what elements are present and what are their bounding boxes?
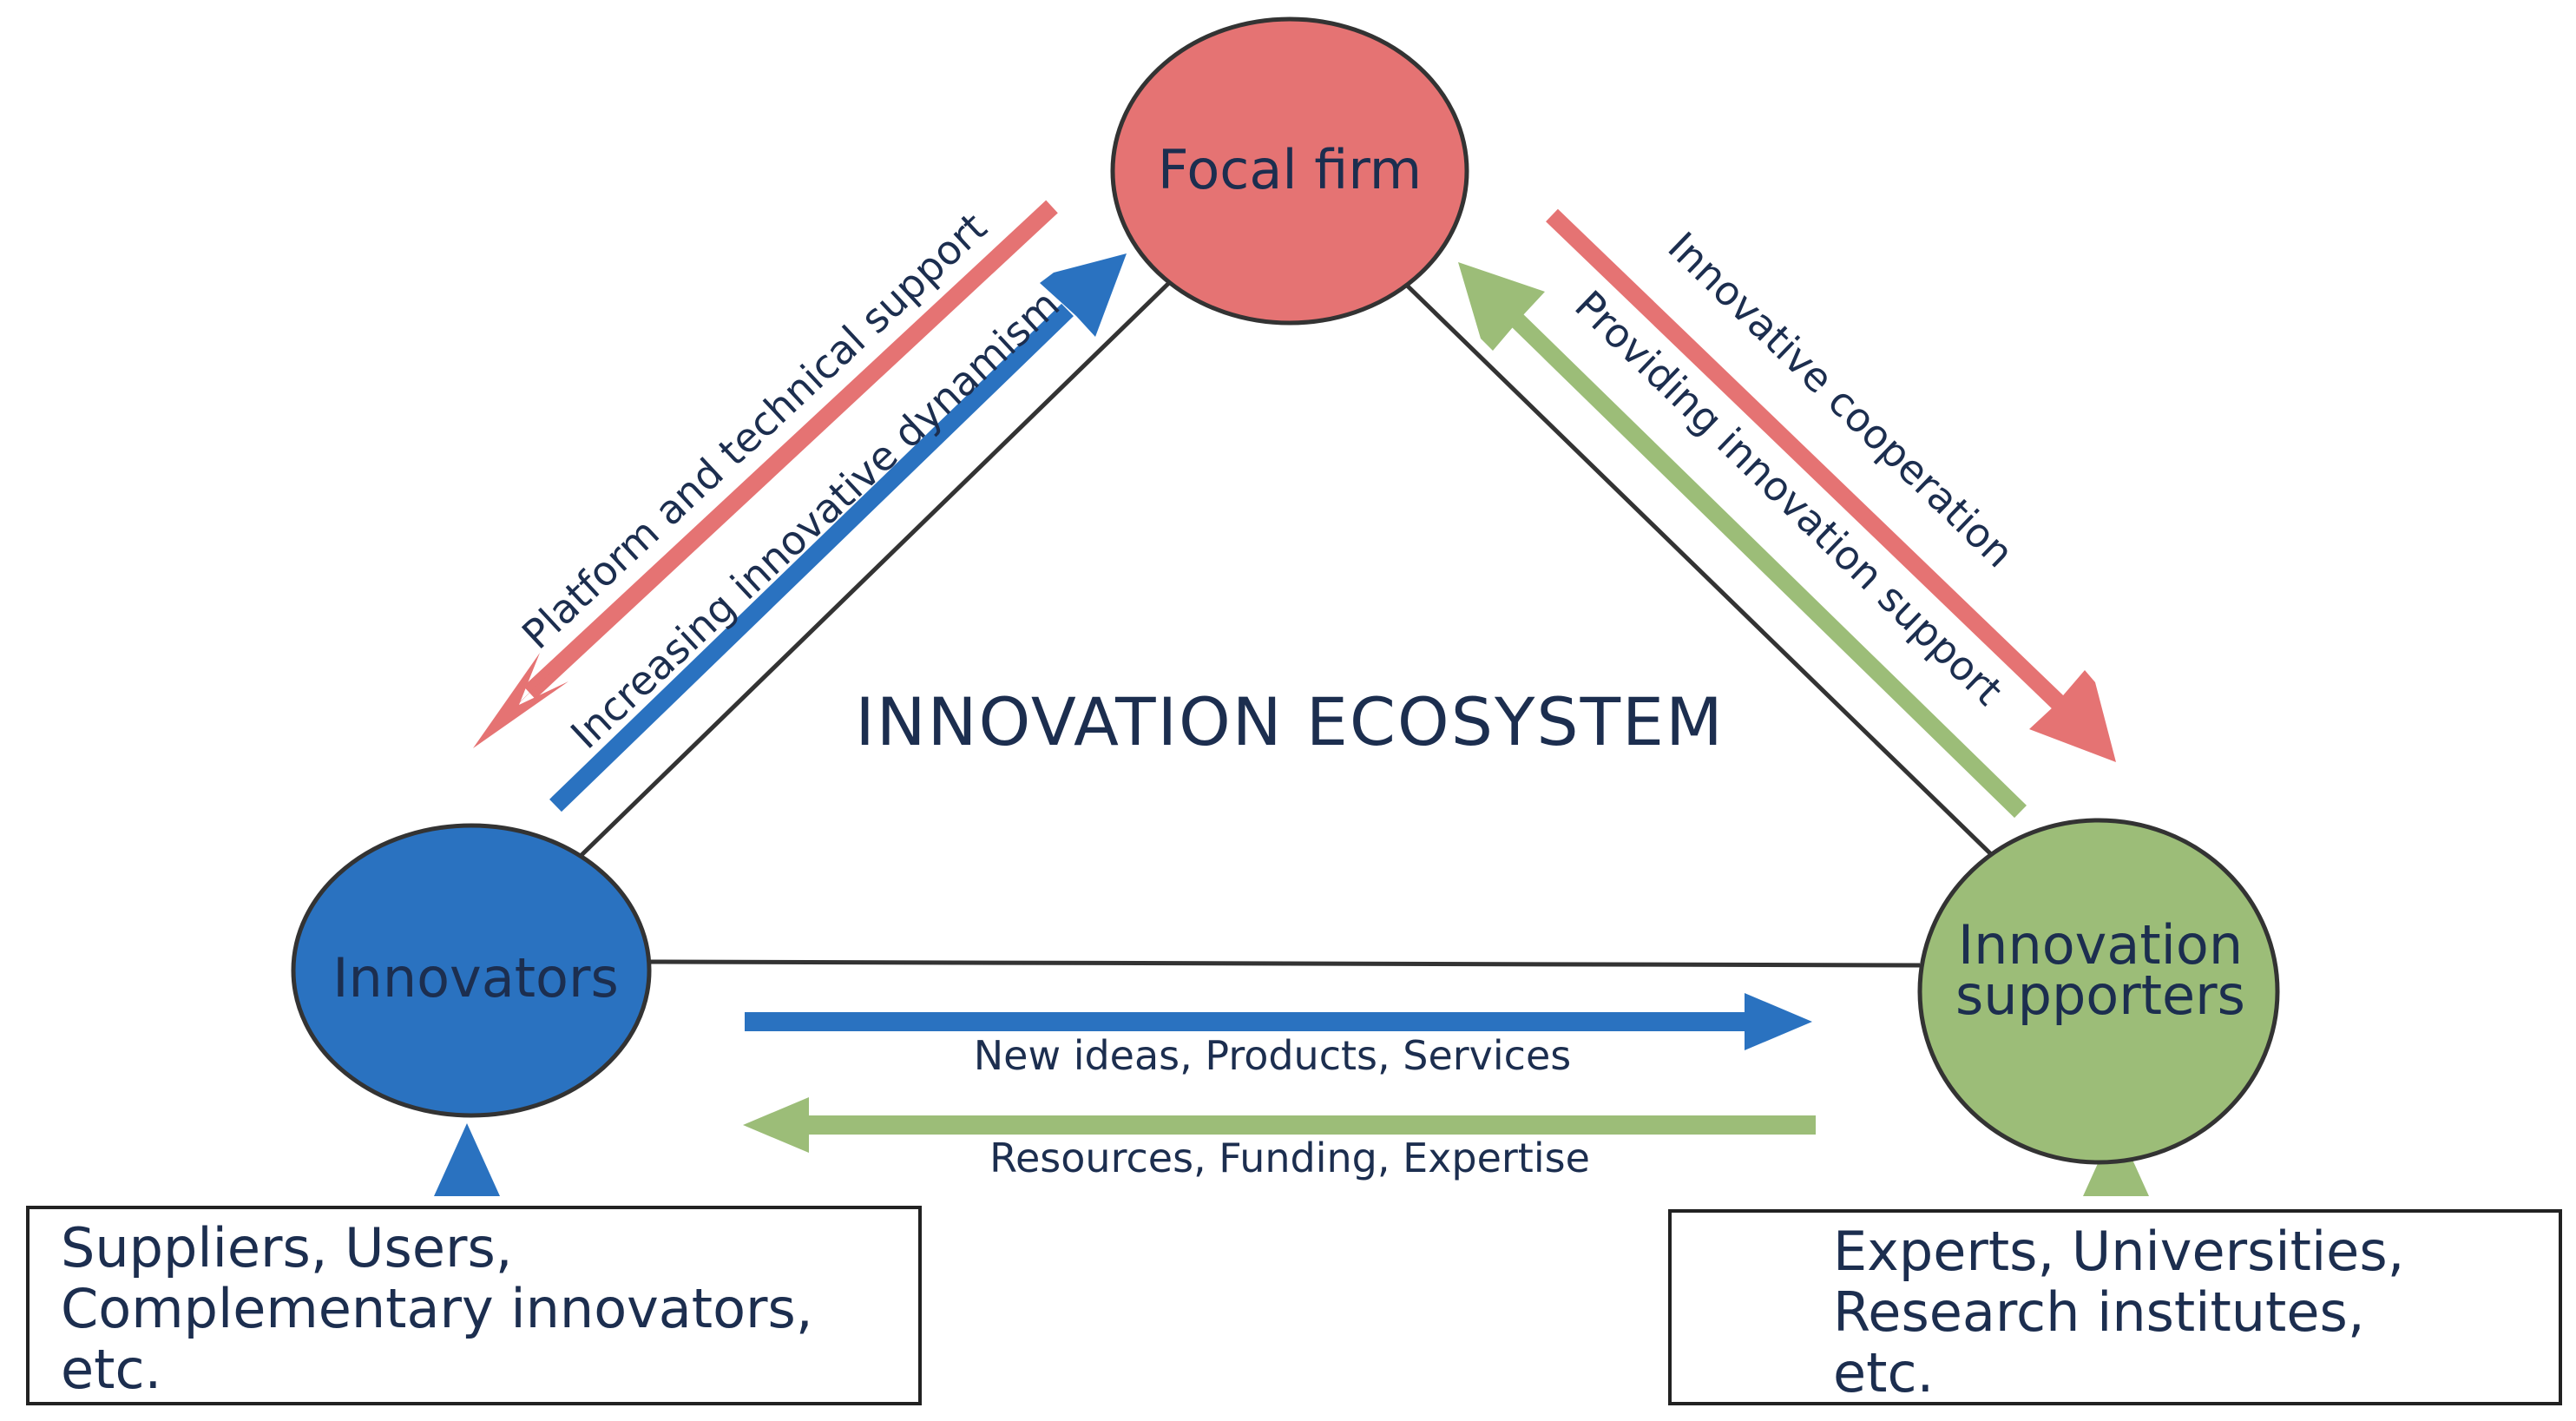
cooperation-arrowhead — [2029, 670, 2116, 762]
connector-innovators-supporters — [647, 959, 1921, 968]
platform-support-arrow — [523, 200, 1058, 700]
innovators-sources-line3: etc. — [61, 1338, 162, 1401]
supporters-sources-line1: Experts, Universities, — [1833, 1220, 2405, 1283]
innovators-node — [291, 823, 652, 1118]
new-ideas-arrowhead — [1745, 993, 1812, 1050]
dynamism-arrow — [549, 303, 1074, 812]
innovators-sources-line2: Complementary innovators, — [61, 1277, 813, 1340]
resources-label: Resources, Funding, Expertise — [989, 1135, 1590, 1181]
innovation-support-arrow — [1509, 312, 2027, 819]
innovation-supporters-node — [1917, 818, 2280, 1165]
cooperation-arrow — [1546, 208, 2065, 710]
platform-support-arrowhead-fill — [473, 653, 568, 748]
innovators-sources-box: Suppliers, Users, Complementary innovato… — [26, 1206, 922, 1405]
new-ideas-label: New ideas, Products, Services — [974, 1032, 1571, 1079]
innovators-label: Innovators — [332, 946, 619, 1010]
supporters-sources-box: Experts, Universities, Research institut… — [1668, 1209, 2562, 1405]
connector-focal-supporters — [1397, 276, 1994, 857]
diagram-title: INNOVATION ECOSYSTEM — [855, 683, 1724, 760]
connector-focal-innovators — [580, 274, 1178, 857]
innovation-supporters-label-line1: Innovation — [1958, 913, 2243, 977]
new-ideas-arrow — [745, 1012, 1786, 1031]
focal-firm-node — [1110, 16, 1469, 326]
resources-arrowhead — [743, 1097, 809, 1153]
innovation-support-arrowhead — [1458, 262, 1545, 351]
innovators-sources-line1: Suppliers, Users, — [61, 1216, 513, 1280]
innovation-supporters-label-line2: supporters — [1955, 964, 2245, 1027]
supporters-sources-line3: etc. — [1833, 1341, 1935, 1405]
resources-arrow — [790, 1115, 1816, 1135]
supporters-sources-line2: Research institutes, — [1833, 1280, 2365, 1344]
dynamism-arrowhead — [1040, 253, 1127, 337]
innovators-pointer-triangle — [434, 1123, 500, 1196]
focal-firm-label: Focal firm — [1158, 138, 1422, 201]
